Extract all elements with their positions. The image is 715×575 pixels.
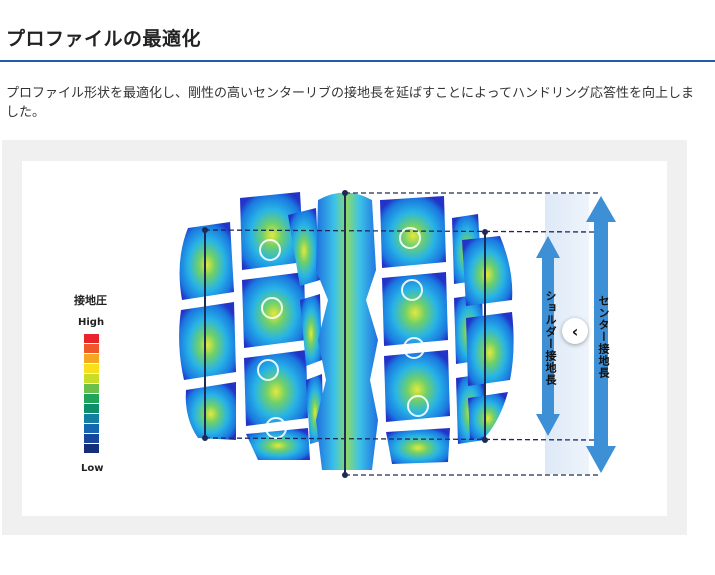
legend-swatch (84, 424, 99, 433)
shoulder-length-label: ショルダー接地長 (544, 290, 557, 386)
title-divider (0, 60, 715, 62)
legend-swatch (84, 414, 99, 423)
legend-swatch (84, 364, 99, 373)
legend-swatch (84, 354, 99, 363)
tread-blocks-left (179, 192, 324, 460)
tread-blocks-right (380, 196, 514, 464)
legend-swatch (84, 444, 99, 453)
legend-swatch (84, 334, 99, 343)
legend-swatch (84, 344, 99, 353)
sipe-marks (257, 227, 429, 439)
legend-swatch (84, 374, 99, 383)
legend-high-label: High (78, 317, 105, 328)
center-length-arrow (586, 196, 616, 473)
center-length-label: センター接地長 (597, 295, 610, 379)
legend-swatch (84, 394, 99, 403)
legend-color-scale (84, 334, 99, 454)
center-guides (345, 192, 600, 476)
legend-swatch (84, 434, 99, 443)
legend-swatch (84, 384, 99, 393)
legend-low-label: Low (81, 463, 104, 474)
shoulder-guides (204, 229, 596, 441)
shoulder-length-arrow (536, 236, 560, 436)
center-rib (316, 192, 378, 470)
section-title: プロファイルの最適化 (6, 28, 202, 50)
length-markers (204, 193, 486, 475)
section-description: プロファイル形状を最適化し、剛性の高いセンターリブの接地長を延ばすことによってハ… (6, 86, 694, 120)
previous-button[interactable]: ‹ (562, 318, 588, 344)
legend-swatch (84, 404, 99, 413)
legend-title: 接地圧 (74, 294, 107, 307)
